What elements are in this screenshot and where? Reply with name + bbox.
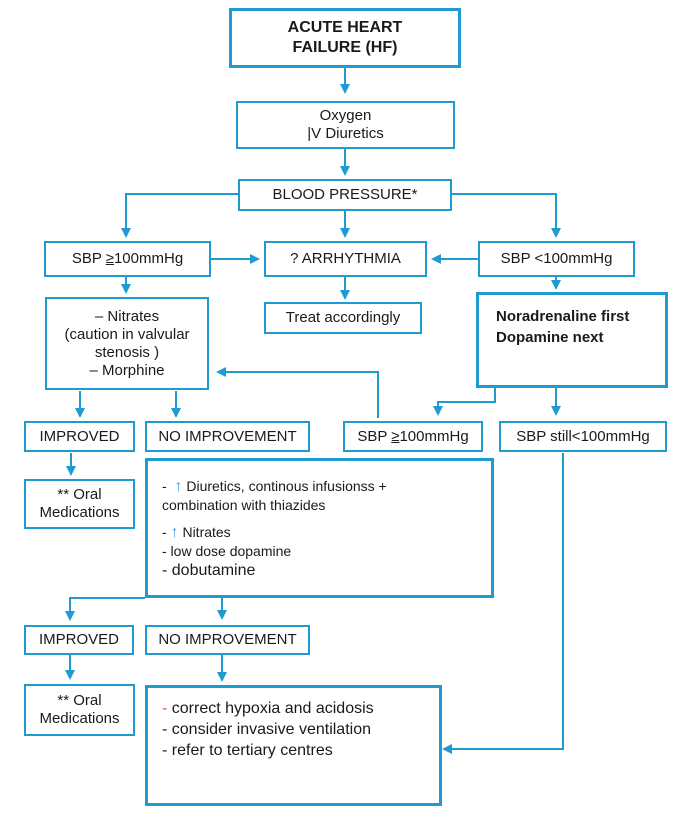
arrhythmia-label: ? ARRHYTHMIA (290, 250, 401, 267)
noradrenaline-box: Noradrenaline first Dopamine next (476, 292, 668, 388)
arrow-bp-to-sbp-high (121, 193, 238, 238)
tertiary-centres-line: - refer to tertiary centres (162, 742, 333, 759)
dopamine-label: Dopamine next (496, 329, 604, 346)
blood-pressure-label: BLOOD PRESSURE* (272, 186, 418, 203)
title-box: ACUTE HEART FAILURE (HF) (229, 8, 461, 68)
no-improvement-box-1: NO IMPROVEMENT (145, 421, 310, 452)
blood-pressure-box: BLOOD PRESSURE* (238, 179, 452, 211)
sbp-ge-100-box: SBP ≥100mmHg (343, 421, 483, 452)
morphine-label: – Morphine (89, 361, 165, 379)
stenosis-label: stenosis ) (94, 343, 160, 361)
oral-label-2: ** Oral (57, 692, 102, 709)
sbp-still-low-box: SBP still<100mmHg (499, 421, 667, 452)
sbp-low-box: SBP <100mmHg (478, 241, 635, 277)
arrow-sbp-ge2-to-nitrates (216, 367, 379, 418)
sbp-still-low-label: SBP still<100mmHg (516, 427, 650, 445)
no-improvement-box-2: NO IMPROVEMENT (145, 625, 310, 655)
arrow-bp-to-sbp-low (452, 193, 561, 238)
caution-label: (caution in valvular (64, 325, 190, 343)
escalation-box: - ↑ Diuretics, continous infusionss + co… (145, 458, 494, 598)
hypoxia-line: - correct hypoxia and acidosis (162, 700, 374, 717)
up-arrow-icon: ↑ (174, 478, 183, 495)
title-line-1: ACUTE HEART (287, 19, 403, 36)
oral-label-1: ** Oral (57, 486, 102, 503)
thiazides-line: combination with thiazides (162, 497, 326, 513)
arrhythmia-box: ? ARRHYTHMIA (264, 241, 427, 277)
improved-label-2: IMPROVED (38, 631, 119, 648)
oral-medications-box-1: ** Oral Medications (24, 479, 135, 529)
nitrates-morphine-box: – Nitrates (caution in valvular stenosis… (45, 297, 209, 390)
medications-label-1: Medications (39, 504, 120, 521)
diuretics-line: - ↑ Diuretics, continous infusionss + (162, 478, 387, 495)
sbp-low-label: SBP <100mmHg (500, 250, 613, 267)
arrow-noradrenaline-to-sbp-ge2 (433, 388, 496, 416)
oral-medications-box-2: ** Oral Medications (24, 684, 135, 736)
arrow-sbp-still-to-final (442, 453, 564, 754)
final-management-box: - correct hypoxia and acidosis - conside… (145, 685, 442, 806)
improved-box-2: IMPROVED (24, 625, 134, 655)
treat-accordingly-label: Treat accordingly (285, 309, 401, 326)
sbp-high-label: SBP ≥100mmHg (71, 250, 184, 267)
no-improvement-label-2: NO IMPROVEMENT (158, 631, 297, 648)
nitrates-label: – Nitrates (94, 307, 160, 325)
no-improvement-label-1: NO IMPROVEMENT (158, 427, 297, 445)
low-dose-dopamine-line: - low dose dopamine (162, 543, 292, 559)
nitrates-line: - ↑ Nitrates (162, 524, 231, 541)
improved-label-1: IMPROVED (39, 427, 120, 445)
oxygen-label: Oxygen (319, 107, 372, 124)
treat-accordingly-box: Treat accordingly (264, 302, 422, 334)
iv-diuretics-label: |V Diuretics (307, 125, 384, 142)
medications-label-2: Medications (39, 710, 120, 727)
title-line-2: FAILURE (HF) (292, 39, 398, 56)
noradrenaline-label: Noradrenaline first (496, 308, 630, 325)
sbp-high-box: SBP ≥100mmHg (44, 241, 211, 277)
up-arrow-icon: ↑ (170, 524, 179, 541)
oxygen-diuretics-box: Oxygen |V Diuretics (236, 101, 455, 149)
improved-box-1: IMPROVED (24, 421, 135, 452)
arrow-diuretics-to-improved2 (65, 597, 145, 621)
ventilation-line: - consider invasive ventilation (162, 721, 371, 738)
dobutamine-line: - dobutamine (162, 562, 256, 579)
sbp-ge-100-label: SBP ≥100mmHg (357, 427, 469, 445)
